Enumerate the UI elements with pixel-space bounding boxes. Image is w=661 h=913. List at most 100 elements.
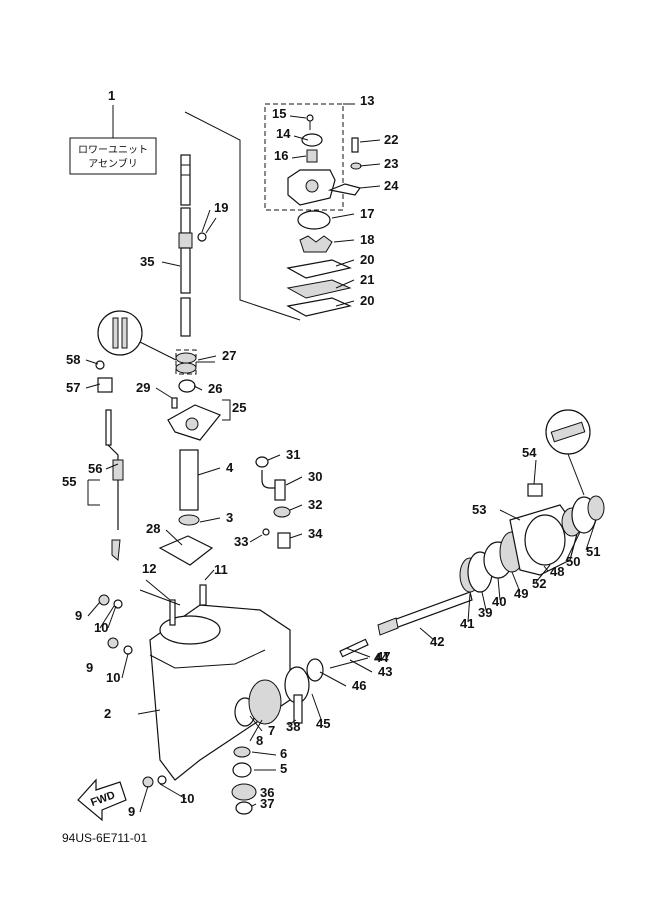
leader-line (359, 185, 381, 189)
leader-line (585, 519, 597, 551)
callout-leaders (85, 115, 597, 813)
part-callout-9: 9 (86, 660, 93, 675)
lower-case (139, 584, 291, 781)
leader-line (291, 155, 307, 159)
part-callout-7: 7 (268, 723, 275, 738)
fwd-arrow: FWD (77, 778, 127, 822)
leader-line (159, 783, 187, 800)
leader-line (511, 571, 521, 593)
part-callout-47: 47 (376, 649, 390, 664)
leader-line (105, 463, 119, 470)
seal-detail-circle-right (545, 409, 591, 496)
leader-line (85, 359, 99, 365)
part-callout-55: 55 (62, 474, 76, 489)
part-callout-29: 29 (136, 380, 150, 395)
part-callout-22: 22 (384, 132, 398, 147)
part-callout-56: 56 (88, 461, 102, 476)
part-callout-20: 20 (360, 252, 374, 267)
part-callout-9: 9 (75, 608, 82, 623)
leader-line (249, 534, 263, 543)
title-line-1: ロワーユニット (78, 145, 148, 156)
part-callout-5: 5 (280, 761, 287, 776)
part-callout-17: 17 (360, 206, 374, 221)
leader-line (107, 605, 117, 629)
part-callout-42: 42 (430, 634, 444, 649)
part-callout-6: 6 (280, 746, 287, 761)
part-callout-38: 38 (286, 719, 300, 734)
leader-line (267, 454, 281, 461)
part-callout-39: 39 (478, 605, 492, 620)
assembly-title-box: ロワーユニット アセンブリ (69, 105, 157, 175)
part-callout-43: 43 (378, 664, 392, 679)
part-callout-26: 26 (208, 381, 222, 396)
part-callout-45: 45 (316, 716, 330, 731)
part-callout-50: 50 (566, 554, 580, 569)
leader-line (121, 653, 129, 679)
leader-line (289, 115, 307, 119)
part-callout-10: 10 (94, 620, 108, 635)
leader-line (161, 261, 181, 267)
title-line-2: アセンブリ (88, 157, 138, 170)
leader-line (251, 751, 277, 756)
part-callout-4: 4 (226, 460, 234, 475)
pinion-gears (231, 746, 257, 815)
leader-line (249, 715, 263, 732)
part-callout-19: 19 (214, 200, 228, 215)
part-callout-58: 58 (66, 352, 80, 367)
pin-19 (197, 217, 217, 242)
part-callout-25: 25 (232, 400, 246, 415)
leader-line (543, 565, 549, 572)
part-callout-10: 10 (180, 791, 194, 806)
part-callout-28: 28 (146, 521, 160, 536)
leader-line (85, 383, 101, 389)
leader-line (467, 593, 471, 623)
leader-line (335, 259, 355, 267)
leader-line (289, 533, 303, 539)
leader-line (497, 577, 501, 601)
part-callout-12: 12 (142, 561, 156, 576)
water-tube (255, 456, 291, 549)
part-callout-35: 35 (140, 254, 154, 269)
leader-line (137, 709, 161, 715)
part-callout-52: 52 (532, 576, 546, 591)
part-callout-15: 15 (272, 106, 286, 121)
oil-seal-housing (158, 379, 231, 566)
part-callout-54: 54 (522, 445, 537, 460)
part-callout-51: 51 (586, 544, 600, 559)
leader-line (289, 504, 303, 511)
propeller-shaft (377, 591, 473, 636)
leader-line (155, 387, 173, 399)
leader-line (565, 531, 581, 562)
part-callout-27: 27 (222, 348, 236, 363)
part-callout-21: 21 (360, 272, 374, 287)
part-callout-11: 11 (214, 562, 228, 577)
part-callout-23: 23 (384, 156, 398, 171)
leader-line (204, 569, 215, 581)
part-callout-46: 46 (352, 678, 366, 693)
part-callout-34: 34 (308, 526, 323, 541)
leader-line (139, 785, 149, 813)
leader-line (145, 579, 171, 601)
shift-rod-group (87, 360, 124, 561)
leader-line (87, 601, 101, 617)
part-callout-20: 20 (360, 293, 374, 308)
leader-line (319, 671, 347, 687)
leader-line (535, 564, 551, 583)
part-callout-24: 24 (384, 178, 399, 193)
part-callout-8: 8 (256, 733, 263, 748)
leader-line (199, 517, 221, 523)
part-callout-16: 16 (274, 148, 288, 163)
leader-line (165, 529, 183, 546)
leader-line (251, 803, 257, 807)
water-pump-group (264, 103, 362, 317)
drive-shaft (178, 111, 301, 337)
part-callout-53: 53 (472, 502, 486, 517)
leader-line (197, 355, 217, 361)
part-callout-31: 31 (286, 447, 300, 462)
part-callout-36: 36 (260, 785, 274, 800)
part-callout-9: 9 (128, 804, 135, 819)
leader-line (287, 719, 297, 726)
leader-line (249, 719, 263, 742)
part-callout-37: 37 (260, 796, 274, 811)
